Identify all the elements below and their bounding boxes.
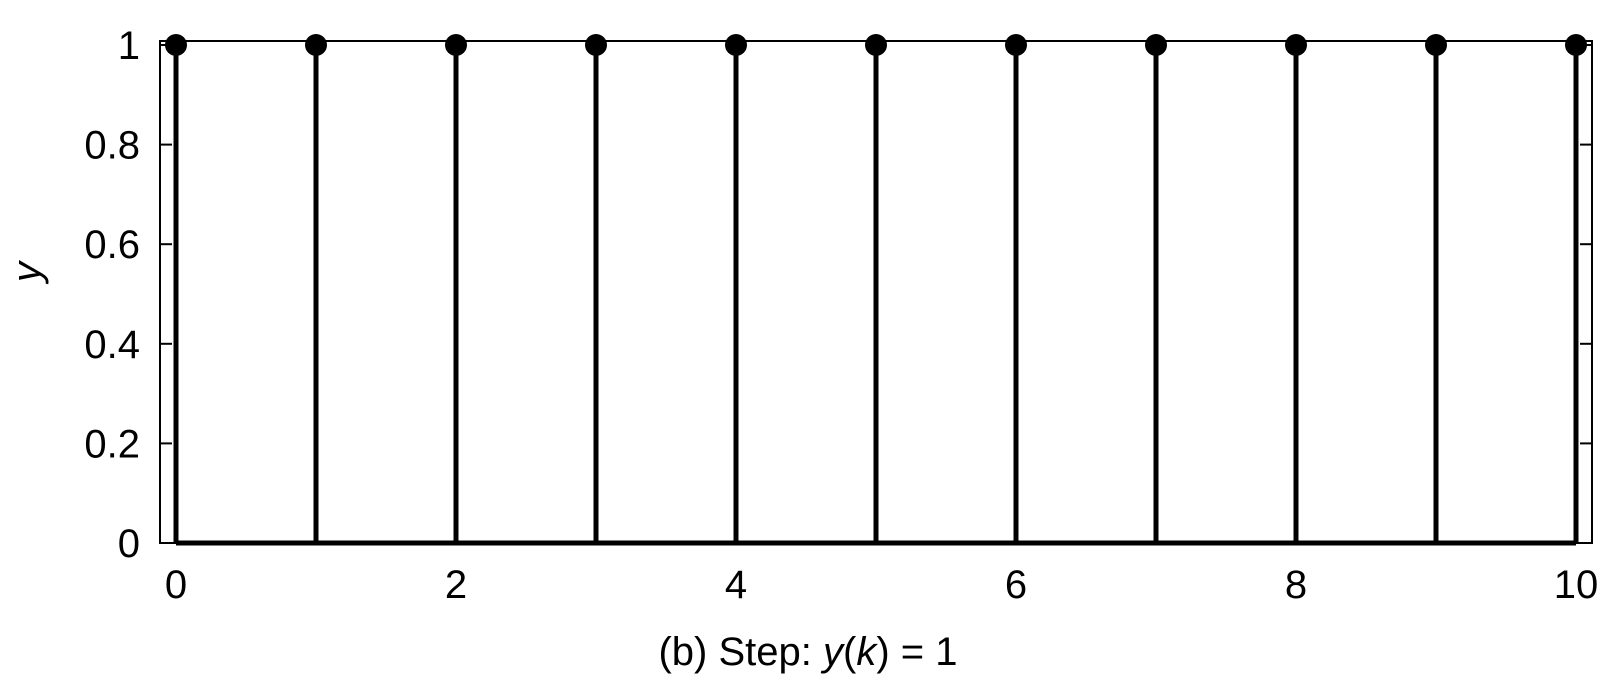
y-tick-label: 1 [118, 24, 140, 68]
y-tick-label: 0 [118, 522, 140, 566]
stem-series [165, 34, 1587, 546]
stem-marker [165, 34, 187, 56]
x-tick-label: 8 [1285, 563, 1307, 607]
stem-marker [1565, 34, 1587, 56]
y-tick-label: 0.6 [84, 223, 140, 267]
caption-rest: = 1 [890, 630, 958, 674]
stem-marker [585, 34, 607, 56]
y-axis-label: y [5, 259, 49, 285]
x-tick-label: 6 [1005, 563, 1027, 607]
y-axis-ticks: 0 0.2 0.4 0.6 0.8 1 [84, 24, 1592, 566]
caption-open: ( [843, 630, 857, 674]
y-tick-label: 0.8 [84, 124, 140, 168]
stem-marker [1145, 34, 1167, 56]
x-tick-label: 2 [445, 563, 467, 607]
x-tick-label: 10 [1554, 563, 1599, 607]
x-tick-label: 0 [165, 563, 187, 607]
x-tick-label: 4 [725, 563, 747, 607]
chart-caption: (b) Step: y(k) = 1 [658, 630, 957, 674]
caption-prefix: (b) Step: [658, 630, 823, 674]
y-tick-label: 0.2 [84, 422, 140, 466]
stem-marker [305, 34, 327, 56]
stem-marker [725, 34, 747, 56]
caption-func: y [820, 630, 846, 674]
caption-close: ) [876, 630, 889, 674]
stem-marker [1285, 34, 1307, 56]
stem-marker [445, 34, 467, 56]
x-axis-ticks: 0 2 4 6 8 10 [165, 563, 1598, 607]
y-tick-label: 0.4 [84, 323, 140, 367]
stem-marker [1425, 34, 1447, 56]
stem-marker [1005, 34, 1027, 56]
caption-var: k [856, 630, 878, 674]
stem-marker [865, 34, 887, 56]
